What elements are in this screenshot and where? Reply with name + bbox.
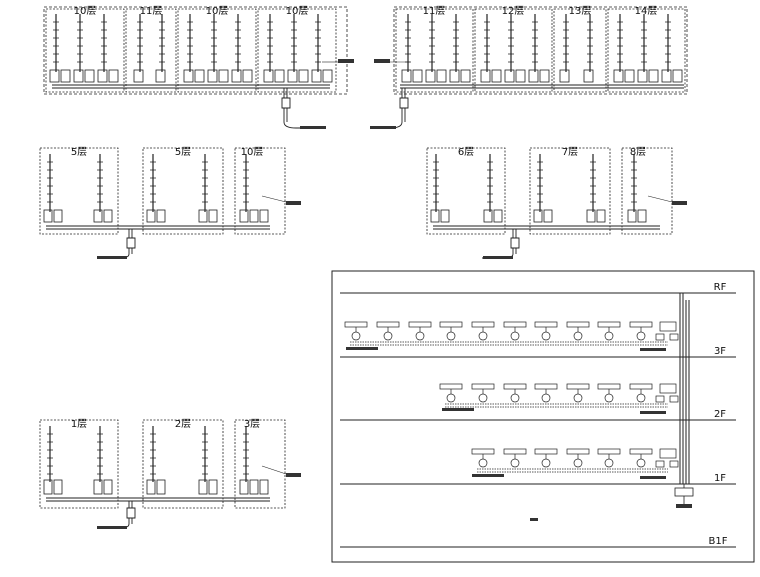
note-box — [286, 473, 301, 477]
note-box — [672, 201, 687, 205]
leader-line — [647, 195, 673, 203]
meter-boxes — [49, 69, 333, 83]
unit-ticks — [47, 433, 249, 475]
panel-label: 5层 — [175, 146, 191, 158]
panel-label: 3层 — [244, 418, 260, 430]
panel-box — [234, 419, 286, 509]
floor-lines — [340, 292, 736, 548]
trunk-bus — [400, 84, 684, 98]
panel-box — [39, 419, 119, 509]
panel-label: 5层 — [71, 146, 87, 158]
meter-boxes — [401, 69, 683, 83]
panel-box — [529, 147, 611, 235]
panel-label: 11层 — [423, 5, 446, 17]
floor-label-1f: 1F — [714, 473, 726, 484]
group-mid-right — [426, 147, 687, 259]
units-1f — [471, 448, 679, 473]
panel-label: 7层 — [562, 146, 578, 158]
riser-frame — [331, 270, 755, 563]
panel-label: 10层 — [286, 5, 309, 17]
units-3f — [344, 321, 679, 346]
unit-risers — [407, 14, 669, 72]
note-box — [338, 59, 354, 63]
panel-box — [45, 8, 125, 93]
group-bottom-left — [39, 419, 301, 529]
note-box — [483, 256, 513, 259]
panel-box — [607, 8, 686, 93]
panel-label: 12层 — [502, 5, 525, 17]
panel-box — [621, 147, 673, 235]
panel-box — [125, 8, 177, 93]
trunk-bus — [52, 84, 330, 98]
panel-box — [257, 8, 337, 93]
note-box — [97, 256, 127, 259]
group-top-right — [370, 6, 688, 129]
floor-label-3f: 3F — [714, 346, 726, 357]
panel-box — [39, 147, 119, 235]
unit-ticks — [433, 161, 637, 203]
panel-box — [553, 8, 607, 93]
panel-box — [177, 8, 257, 93]
panel-label: 1层 — [71, 418, 87, 430]
panel-label: 10层 — [74, 5, 97, 17]
unit-ticks — [405, 21, 671, 63]
note-box — [300, 126, 326, 129]
group-boundary — [43, 6, 348, 95]
panel-label: 13层 — [569, 5, 592, 17]
riser-diagram — [331, 270, 755, 563]
group-mid-left — [39, 147, 301, 259]
floor-label-rf: RF — [714, 282, 727, 293]
unit-ticks — [53, 21, 321, 63]
panel-label: 14层 — [635, 5, 658, 17]
meter-boxes — [43, 479, 269, 495]
unit-ticks — [47, 161, 249, 203]
units-2f — [439, 383, 679, 408]
panel-box — [395, 8, 474, 93]
panel-box — [142, 419, 224, 509]
panel-box — [474, 8, 553, 93]
trunk-drop — [281, 97, 326, 129]
unit-risers — [55, 14, 319, 72]
note-box — [374, 59, 390, 63]
trunk-drop — [98, 237, 136, 259]
meter-boxes — [43, 209, 269, 223]
panel-label: 6层 — [458, 146, 474, 158]
leader-line — [261, 195, 287, 203]
group-top-left — [43, 6, 354, 129]
panel-label: 8层 — [630, 146, 646, 158]
panel-label: 10层 — [241, 146, 264, 158]
trunk-drop — [370, 97, 409, 129]
trunk-drop — [482, 237, 520, 259]
note-blocks — [346, 347, 666, 521]
floor-label-b1f: B1F — [709, 536, 728, 547]
trunk-drop — [98, 507, 136, 529]
unit-risers — [435, 154, 635, 212]
trunk-bus — [46, 225, 270, 238]
unit-risers — [49, 426, 247, 482]
note-box — [97, 526, 127, 529]
note-box — [370, 126, 396, 129]
trunk-bus — [46, 497, 270, 508]
panel-box — [426, 147, 506, 235]
meter-boxes — [430, 209, 647, 223]
trunk-bus — [433, 225, 660, 238]
unit-risers — [49, 154, 247, 212]
floor-label-2f: 2F — [714, 409, 726, 420]
main-riser — [679, 293, 690, 484]
panel-box — [234, 147, 286, 235]
group-boundary — [393, 6, 688, 95]
note-box — [286, 201, 301, 205]
panel-label: 10层 — [206, 5, 229, 17]
basement-feed — [674, 484, 694, 508]
leader-line — [261, 465, 287, 475]
panel-box — [142, 147, 224, 235]
panel-label: 2层 — [175, 418, 191, 430]
panel-label: 11层 — [140, 5, 163, 17]
